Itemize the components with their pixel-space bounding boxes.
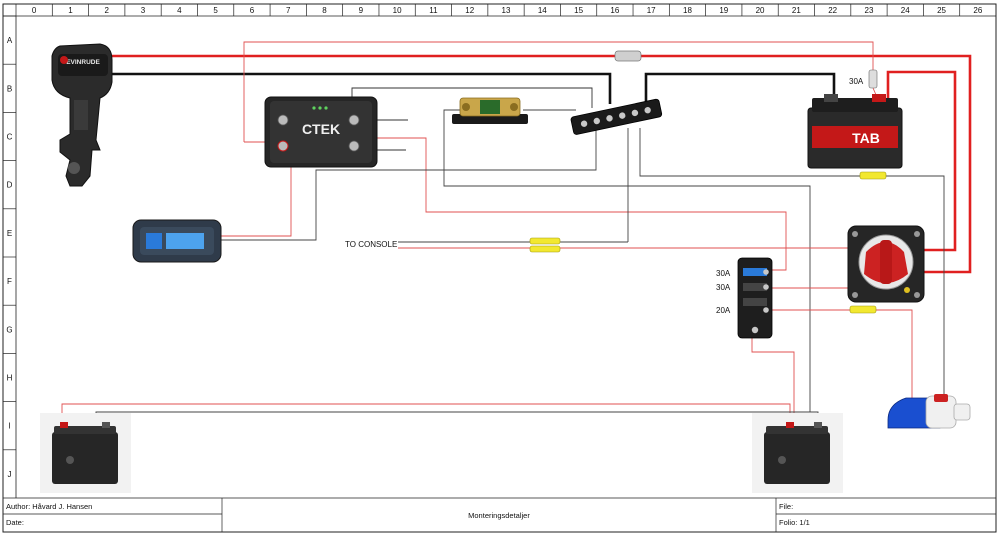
row-label: A [7,36,13,45]
column-label: 1 [68,6,73,15]
ctek-out-red-1 [372,137,787,271]
column-label: 19 [719,6,728,15]
column-label: 7 [286,6,291,15]
column-label: 23 [865,6,874,15]
fuse-block-label-3: 20A [716,306,731,315]
column-label: 3 [141,6,146,15]
column-label: 10 [393,6,402,15]
start-battery: TAB [807,94,903,169]
column-label: 24 [901,6,910,15]
column-label: 16 [610,6,619,15]
outboard-engine: EVINRUDE [51,43,113,187]
row-label: H [7,374,13,383]
left-battery-black [95,411,819,428]
fuse-block [737,257,773,339]
column-label: 22 [828,6,837,15]
engine-ground-cable [108,72,612,104]
battery-positive-cable [886,70,957,252]
fuse-block-label-2: 30A [716,283,731,292]
row-label: D [7,181,13,190]
column-label: 5 [213,6,218,15]
title-block-folio: Folio: 1/1 [779,518,810,527]
ctek-brand-label: CTEK [302,121,340,137]
column-label: 12 [465,6,474,15]
title-block-date: Date: [6,518,24,527]
ctek-dc-charger: CTEK [264,96,378,168]
main-fuse [868,69,878,89]
diagram-frame [2,3,997,533]
fuseblock-to-pump [770,309,913,408]
column-label: 8 [322,6,327,15]
engine-brand-label: EVINRUDE [66,59,100,66]
column-label: 20 [756,6,765,15]
engine-positive-cable [108,54,972,274]
battery-switch [847,225,925,303]
column-label: 18 [683,6,692,15]
house-battery-right [752,413,843,493]
column-label: 9 [359,6,364,15]
row-label: B [7,84,12,93]
row-label: I [8,422,10,431]
column-label: 25 [937,6,946,15]
battery-brand-label: TAB [852,130,880,146]
title-block [3,498,996,532]
shunt-wire-left [443,109,811,412]
left-battery-red [61,403,791,428]
title-block-author: Author: Håvard J. Hansen [6,502,92,511]
busbar-ground-cable [644,72,836,104]
inline-fuse-console [529,237,561,253]
column-label: 14 [538,6,547,15]
column-label: 6 [250,6,255,15]
house-battery-left [40,413,131,493]
inline-fuse-20a [849,305,877,314]
column-label: 4 [177,6,182,15]
ground-busbar [570,98,663,135]
ctek-thin-red-top [243,41,874,142]
column-label: 17 [647,6,656,15]
row-ruler: A B C D E F G H I J [3,15,16,479]
title-block-title: Monteringsdetaljer [468,511,530,520]
battery-shunt [452,97,528,124]
column-label: 26 [973,6,982,15]
fuseblock-to-aux-battery [751,336,795,420]
charger-black-wire [220,130,597,241]
column-label: 21 [792,6,801,15]
to-console-label: TO CONSOLE [345,240,397,249]
column-label: 0 [32,6,37,15]
row-label: J [8,470,12,479]
busbar-to-pump [639,128,945,398]
row-label: C [7,133,13,142]
charger-red-wire [220,145,292,237]
fuse-block-label-1: 30A [716,269,731,278]
column-label: 15 [574,6,583,15]
column-label: 11 [429,6,438,15]
bilge-pump [887,394,971,429]
row-label: E [7,229,12,238]
column-label: 13 [502,6,511,15]
title-block-file: File: [779,502,793,511]
row-label: F [7,277,12,286]
ac-battery-charger [132,219,222,263]
row-label: G [6,325,12,334]
inline-fuse-pump [859,171,887,180]
inline-fuse-top [614,50,642,62]
main-fuse-label: 30A [849,77,864,86]
column-label: 2 [105,6,110,15]
